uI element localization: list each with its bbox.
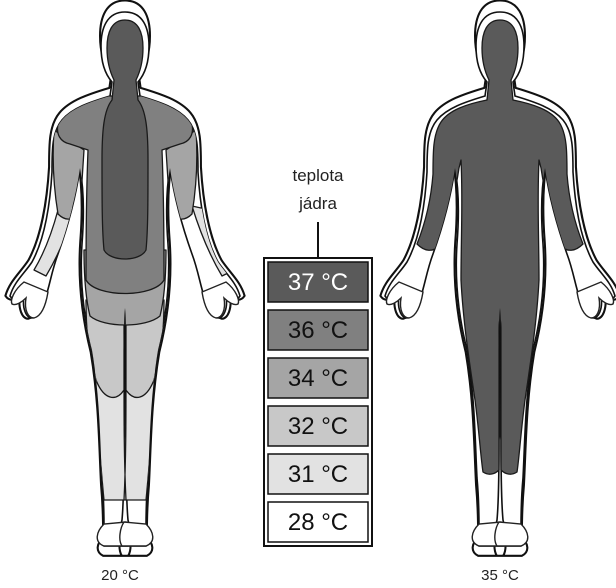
legend-label-5: 28 °C (288, 509, 348, 536)
legend-header-line2: jádra (298, 194, 337, 213)
legend-label-1: 36 °C (288, 317, 348, 344)
legend-label-3: 32 °C (288, 413, 348, 440)
right-foot-icon-warm (495, 522, 528, 546)
legend-header-line1: teplota (292, 166, 344, 185)
legend-label-0: 37 °C (288, 269, 348, 296)
caption-cold: 20 °C (101, 567, 139, 584)
body-figure-warm: 35 °C (380, 0, 616, 584)
caption-warm: 35 °C (481, 567, 519, 584)
temperature-legend: teplota jádra 37 °C 36 °C 34 °C 32 °C 31 °C 2… (264, 166, 372, 546)
right-foot-icon (120, 522, 153, 546)
zone-37c (102, 20, 148, 259)
legend-label-2: 34 °C (288, 365, 348, 392)
body-figure-cold: 20 °C (5, 0, 244, 584)
legend-label-4: 31 °C (288, 461, 348, 488)
